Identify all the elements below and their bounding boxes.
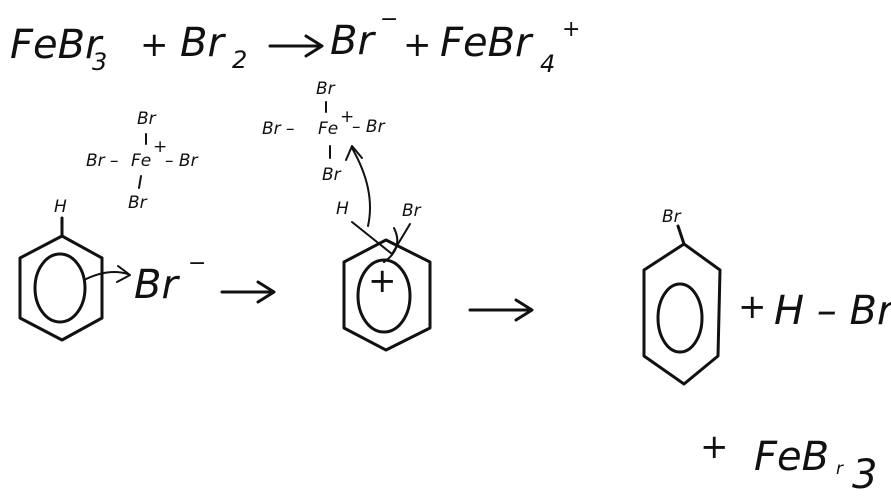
reaction-arrow-top: [268, 34, 324, 58]
reactant-br2-subscript: 2: [232, 46, 247, 74]
catalyst-febr3: FeB: [754, 434, 829, 480]
step1-benzene-attack: H Br −: [18, 197, 276, 342]
benzene1-h-label: H: [54, 197, 67, 217]
complex1-br-bottom: Br: [128, 193, 148, 213]
reactant-febr3: FeBr: [10, 22, 104, 68]
hbr-product: H – Br: [774, 288, 891, 334]
step1-br: Br: [134, 262, 180, 308]
complex1-bond-bottom: [138, 175, 142, 189]
complex2-br-bottom: Br: [322, 165, 342, 185]
sigma-h-label: H: [336, 199, 349, 219]
febr4-complex-2: Br Br – Fe + – Br Br: [262, 79, 386, 185]
product-br-ion: Br: [330, 18, 376, 64]
plus-sign-1: +: [140, 25, 169, 65]
reaction-arrow-1: [220, 280, 276, 304]
benzene1-attack-arrow: [83, 265, 131, 283]
catalyst-regenerated: + FeB r 3: [700, 427, 877, 497]
catalyst-plus: +: [700, 427, 729, 467]
sigma-cation-charge: +: [368, 261, 397, 301]
product-febr4-charge: +: [562, 17, 580, 42]
sigma-ring: [342, 238, 432, 352]
catalyst-subscript: 3: [852, 452, 877, 497]
electron-return-arrow: [383, 227, 399, 263]
complex1-fe-charge: +: [153, 137, 167, 157]
bromobenzene-br-label: Br: [662, 207, 682, 227]
complex2-br-top: Br: [316, 79, 336, 99]
reactant-febr3-subscript: 3: [92, 48, 107, 76]
febr4-complex-1: Br Br – Fe + – Br Br: [86, 109, 199, 213]
catalyst-r-tail: r: [836, 459, 844, 479]
complex2-fe: Fe: [318, 119, 338, 139]
step1-br-charge: −: [188, 251, 206, 276]
bromobenzene-cbr-bond: [676, 224, 686, 246]
product-febr4-subscript: 4: [540, 50, 555, 78]
hydrogen-removal-arrow: [345, 145, 371, 227]
complex1-br-right: – Br: [165, 151, 199, 171]
top-equation: FeBr 3 + Br 2 Br − + FeBr 4 +: [10, 7, 580, 78]
bromobenzene-aromatic-circle: [656, 282, 704, 354]
complex1-br-top: Br: [137, 109, 157, 129]
complex1-fe: Fe: [131, 151, 151, 171]
benzene1-ring: [18, 234, 104, 342]
complex2-br-right: – Br: [352, 117, 386, 137]
product-febr4: FeBr: [440, 20, 534, 66]
product-br-charge: −: [380, 7, 398, 32]
sigma-partial-circle: [356, 258, 412, 334]
step3-products: Br + H – Br: [642, 207, 891, 386]
step3-plus: +: [738, 287, 767, 327]
plus-sign-2: +: [403, 25, 432, 65]
bromobenzene-ring: [642, 242, 722, 386]
benzene1-aromatic-circle: [33, 252, 87, 324]
reaction-arrow-2: [468, 298, 534, 322]
reactant-br2: Br: [180, 20, 226, 66]
complex2-br-left: Br –: [262, 119, 295, 139]
complex1-br-left: Br –: [86, 151, 119, 171]
sigma-br-label: Br: [402, 201, 422, 221]
complex2-fe-charge: +: [340, 107, 354, 127]
step2-sigma-complex: H Br +: [336, 145, 534, 352]
